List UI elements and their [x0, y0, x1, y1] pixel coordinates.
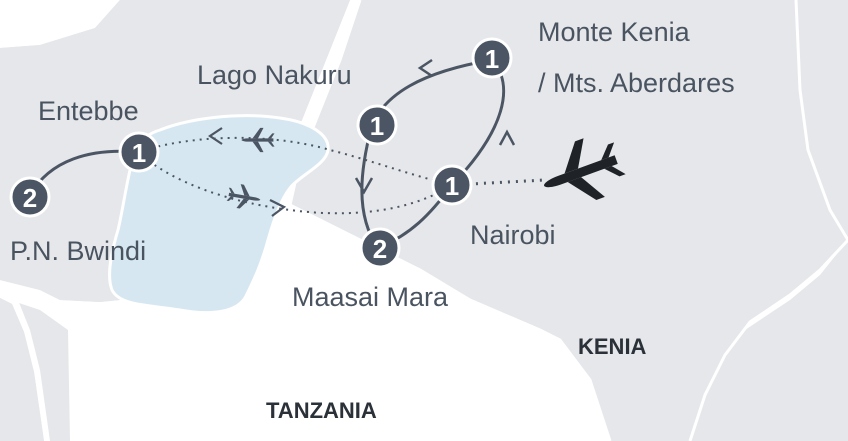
- marker-nairobi: 1: [431, 164, 473, 206]
- country-label-kenya: KENIA: [578, 334, 647, 359]
- label-mtkenya-line1: Monte Kenia: [538, 17, 691, 47]
- label-bwindi: P.N. Bwindi: [10, 236, 146, 266]
- label-nakuru: Lago Nakuru: [197, 60, 352, 90]
- kenya-region: [290, 0, 848, 441]
- marker-mtkenya: 1: [471, 37, 513, 79]
- small-plane-icon: [226, 184, 261, 209]
- label-maasai: Maasai Mara: [292, 282, 449, 312]
- border-line-kenya: [288, 0, 612, 441]
- small-plane-icon: [241, 127, 275, 153]
- marker-entebbe: 1: [118, 131, 160, 173]
- country-label-tanzania: TANZANIA: [266, 398, 377, 423]
- arrow-icon: [498, 129, 516, 146]
- marker-mtkenya-nights: 1: [485, 44, 499, 74]
- bottom-left-region: [0, 298, 44, 441]
- arrow-icon: [417, 58, 433, 78]
- marker-nakuru-nights: 1: [370, 111, 384, 141]
- border-line-ne: [794, 0, 848, 241]
- flight-nairobi-entebbe: [137, 136, 453, 186]
- marker-maasai-nights: 2: [373, 234, 387, 264]
- lake-victoria: [108, 114, 330, 315]
- label-entebbe: Entebbe: [38, 96, 139, 126]
- marker-nairobi-nights: 1: [445, 171, 459, 201]
- marker-entebbe-nights: 1: [132, 138, 146, 168]
- marker-bwindi: 2: [9, 176, 51, 218]
- arrow-icon: [354, 177, 374, 195]
- marker-bwindi-nights: 2: [23, 183, 37, 213]
- marker-nakuru: 1: [356, 104, 398, 146]
- top-left-notch: [0, 0, 120, 48]
- border-line-east: [688, 238, 848, 441]
- label-mtkenya-line2: / Mts. Aberdares: [538, 68, 735, 98]
- label-nairobi: Nairobi: [470, 220, 556, 250]
- arrow-icon: [208, 127, 223, 145]
- plane-icon: [544, 138, 626, 200]
- arrow-icon: [269, 199, 287, 217]
- marker-maasai: 2: [359, 227, 401, 269]
- left-border-band: [0, 290, 50, 441]
